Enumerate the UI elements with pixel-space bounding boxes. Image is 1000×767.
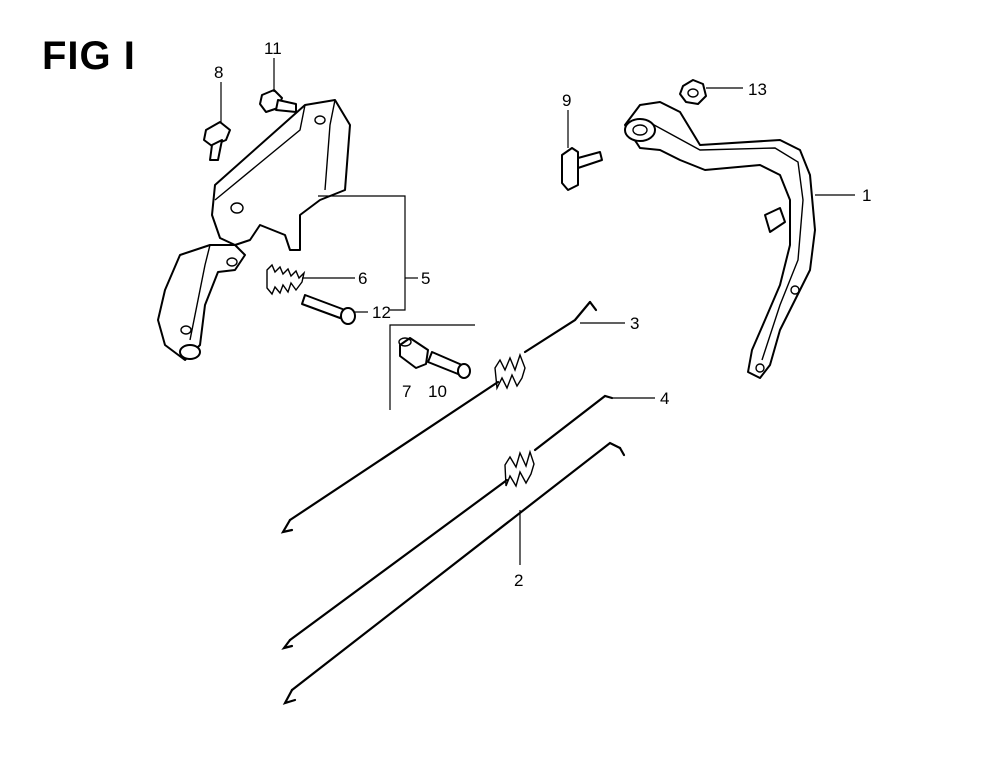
throttle-rod-2 (282, 441, 626, 705)
callout-5: 5 (421, 269, 430, 288)
key-9 (561, 147, 603, 191)
bolt-8 (203, 121, 231, 161)
callout-7: 7 (402, 382, 411, 401)
figure-title: FIG I (42, 34, 136, 78)
callout-2: 2 (514, 571, 523, 590)
callout-3: 3 (630, 314, 639, 333)
callout-13: 13 (748, 80, 767, 99)
governor-arm (624, 101, 816, 379)
governor-spring-3 (280, 300, 598, 534)
inset-bracket (389, 324, 475, 410)
callout-6: 6 (358, 269, 367, 288)
screw-10 (427, 351, 471, 379)
callout-11: 11 (264, 39, 282, 58)
nut-13 (679, 79, 707, 105)
callout-8: 8 (214, 63, 223, 82)
collar-7 (398, 337, 429, 369)
callout-10: 10 (428, 382, 447, 401)
screw-12 (301, 294, 356, 325)
callout-9: 9 (562, 91, 571, 110)
callout-12: 12 (372, 303, 391, 322)
control-bracket (157, 99, 351, 361)
leader-5-bracket (318, 195, 406, 311)
link-rod-4 (281, 394, 614, 650)
callout-1: 1 (862, 186, 871, 205)
callout-4: 4 (660, 389, 669, 408)
spring-6 (266, 263, 306, 296)
bolt-11 (259, 89, 297, 113)
